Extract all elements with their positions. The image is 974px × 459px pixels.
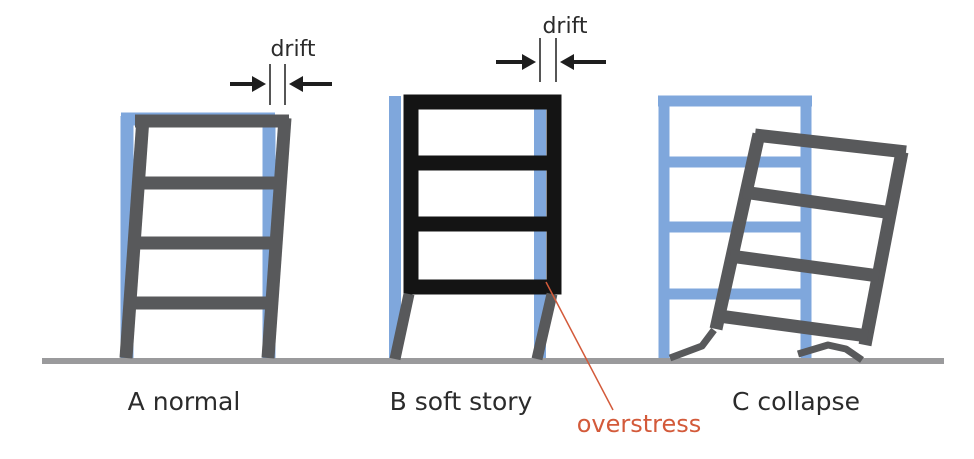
drift-indicator-b: drift [496, 14, 606, 82]
caption-a: A normal [128, 387, 241, 416]
panel-a-deformed-frame [119, 114, 292, 359]
drift-b-right-arrow-head [560, 54, 574, 70]
panel-b-soft-story [389, 94, 562, 361]
drift-label-b: drift [542, 14, 587, 39]
panel-c-collapsed-frame [709, 128, 909, 347]
drift-b-left-arrow-head [522, 54, 536, 70]
caption-c: C collapse [732, 387, 860, 416]
drift-label-a: drift [270, 37, 315, 62]
overstress-leader-line [545, 281, 614, 411]
panel-b-soft-story-columns [389, 292, 558, 361]
panel-c-collapse [658, 95, 909, 363]
drift-a-left-arrow-head [252, 76, 266, 92]
panel-c-crushed-ground-story [668, 327, 864, 363]
drift-a-right-arrow-head [289, 76, 303, 92]
overstress-label: overstress [577, 410, 702, 438]
drift-indicator-a: drift [230, 37, 332, 105]
caption-b: B soft story [390, 387, 533, 416]
panel-a-normal [119, 112, 292, 359]
panel-b-upper-frame [403, 94, 562, 295]
